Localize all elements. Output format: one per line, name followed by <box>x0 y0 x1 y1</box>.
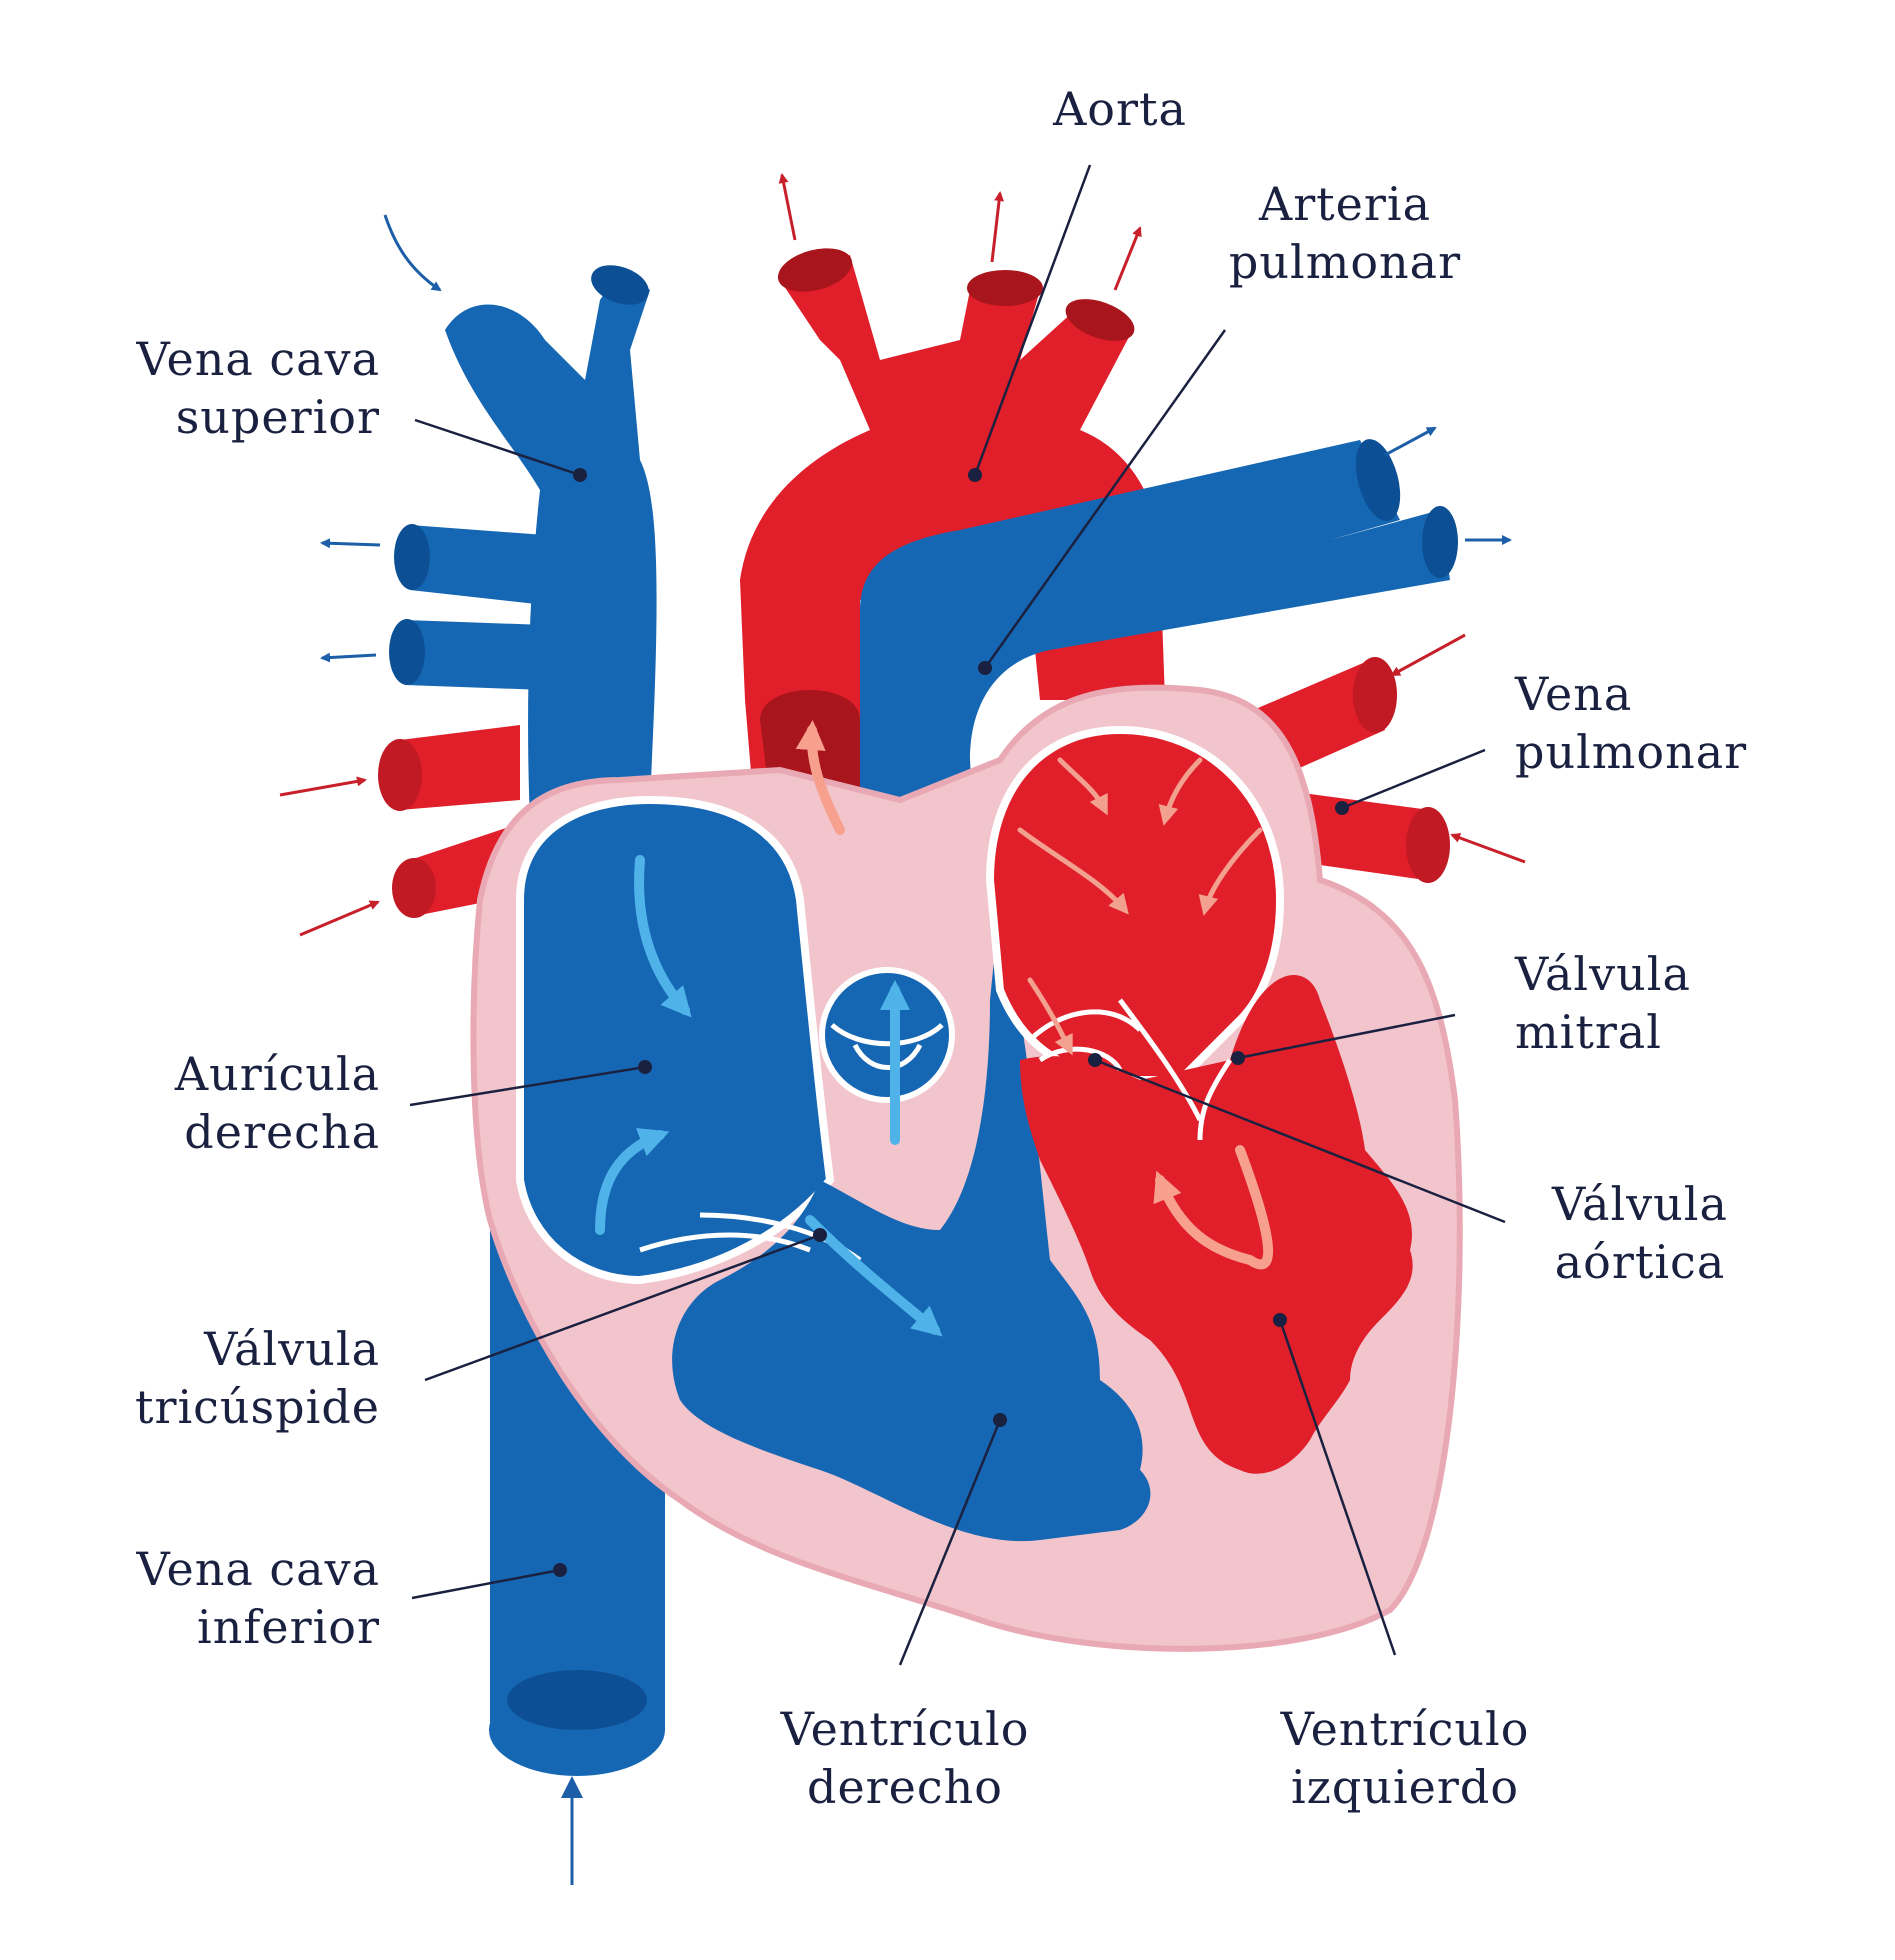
pulmonary-valve <box>819 967 955 1103</box>
label-valvula-tricuspide: Válvula tricúspide <box>134 1322 380 1434</box>
pulmonary-artery <box>860 439 1458 950</box>
label-vena-cava-superior: Vena cava superior <box>136 332 380 444</box>
leader-lines <box>409 164 1506 1666</box>
label-vena-pulmonar: Vena pulmonar <box>1515 667 1748 779</box>
right-ventricle-chamber <box>672 900 1151 1542</box>
valve-lines <box>639 998 1233 1263</box>
label-aorta: Aorta <box>1053 82 1187 136</box>
leader-dots <box>553 468 1349 1577</box>
right-atrium-chamber <box>516 795 835 1285</box>
label-valvula-mitral: Válvula mitral <box>1515 947 1691 1059</box>
internal-flow-arrows <box>595 720 1274 1337</box>
left-ventricle-chamber <box>1020 975 1413 1474</box>
label-ventriculo-derecho: Ventrículo derecho <box>780 1702 1030 1814</box>
superior-vena-cava <box>389 265 657 820</box>
label-arteria-pulmonar: Arteria pulmonar <box>1228 177 1462 289</box>
label-vena-cava-inferior: Vena cava inferior <box>136 1542 380 1654</box>
atrium-flow-arrows <box>1017 757 1263 1056</box>
label-valvula-aortica: Válvula aórtica <box>1552 1177 1728 1289</box>
label-ventriculo-izquierdo: Ventrículo izquierdo <box>1280 1702 1530 1814</box>
external-flow-arrows <box>279 173 1526 1885</box>
label-auricula-derecha: Aurícula derecha <box>174 1047 380 1159</box>
